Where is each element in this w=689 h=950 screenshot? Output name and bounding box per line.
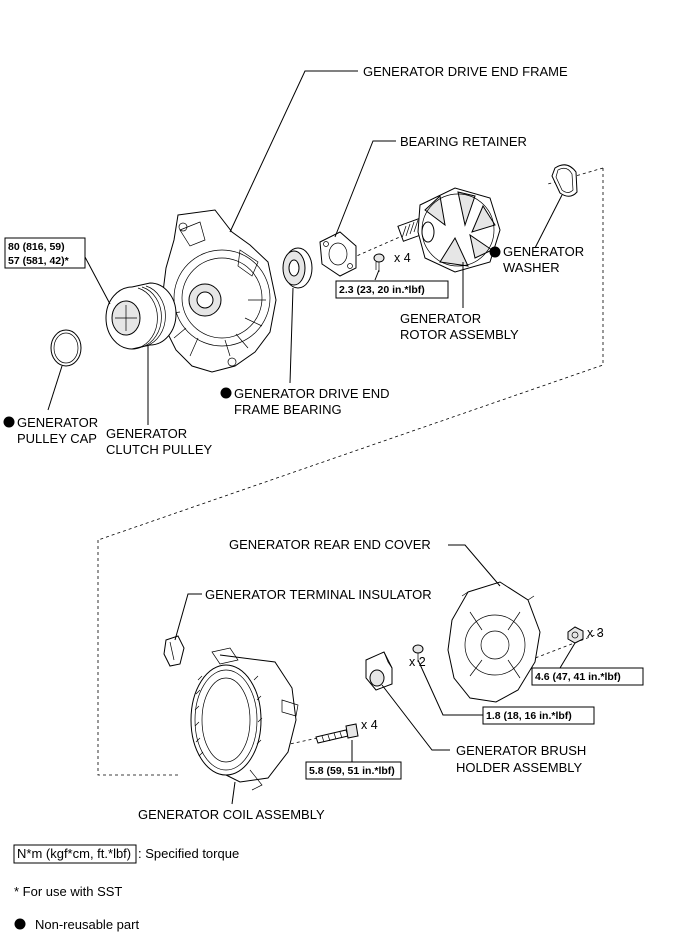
non-reusable-mark-washer — [489, 246, 501, 258]
rotor-assembly — [397, 187, 501, 273]
label-rotor-2: ROTOR ASSEMBLY — [400, 327, 519, 342]
legend-torque-desc: : Specified torque — [138, 846, 239, 861]
torque-box-pulley — [4, 237, 86, 269]
torque-box-brush — [482, 706, 595, 725]
torque-box-retainer — [335, 280, 449, 299]
retainer-screw — [373, 253, 385, 272]
legend-non-reusable: Non-reusable part — [35, 917, 139, 932]
torque-brush-screw: 1.8 (18, 16 in.*lbf) — [486, 710, 572, 722]
leader-coil-assembly — [231, 781, 236, 805]
label-coil-assembly: GENERATOR COIL ASSEMBLY — [138, 807, 325, 822]
label-washer-2: WASHER — [503, 260, 560, 275]
leader-pulley-cap — [47, 365, 63, 411]
non-reusable-mark-de-bearing — [220, 387, 232, 399]
leader-terminal-insulator — [174, 593, 202, 641]
leader-torque-pulley — [84, 256, 111, 305]
torque-box-coil — [305, 761, 402, 780]
label-de-bearing-2: FRAME BEARING — [234, 402, 342, 417]
clutch-pulley — [105, 282, 177, 350]
rear-end-cover — [447, 581, 541, 703]
qty-cover-nuts: x 3 — [587, 626, 604, 640]
non-reusable-mark-pulley-cap — [3, 416, 15, 428]
upper-dashed-outline — [97, 168, 604, 541]
qty-coil-bolts: x 4 — [361, 718, 378, 732]
label-de-bearing-1: GENERATOR DRIVE END — [234, 386, 390, 401]
leader-torque-cover — [559, 642, 576, 669]
leader-washer — [534, 194, 563, 249]
label-pulley-cap-1: GENERATOR — [17, 415, 98, 430]
legend-torque-box — [13, 844, 137, 864]
leader-bearing-retainer — [334, 140, 396, 238]
label-brush-holder-1: GENERATOR BRUSH — [456, 743, 586, 758]
qty-brush-screws: x 2 — [409, 655, 426, 669]
lower-dashed-right — [529, 631, 604, 661]
torque-pulley-2: 57 (581, 42)* — [8, 255, 70, 267]
drive-end-frame-bearing — [282, 247, 313, 289]
label-drive-end-frame: GENERATOR DRIVE END FRAME — [363, 64, 568, 79]
legend-sst-note: * For use with SST — [14, 884, 122, 899]
cover-nut — [567, 626, 584, 644]
leader-brush-holder — [381, 684, 450, 751]
terminal-insulator — [163, 635, 185, 667]
label-rotor-1: GENERATOR — [400, 311, 481, 326]
torque-cover-nut: 4.6 (47, 41 in.*lbf) — [535, 671, 621, 683]
leader-torque-brush — [417, 659, 483, 716]
torque-retainer: 2.3 (23, 20 in.*lbf) — [339, 284, 425, 296]
bearing-retainer — [319, 231, 357, 277]
legend-torque-unit: N*m (kgf*cm, ft.*lbf) — [17, 846, 131, 861]
pulley-cap — [50, 329, 82, 367]
lower-dashed-outline — [97, 540, 178, 776]
label-brush-holder-2: HOLDER ASSEMBLY — [456, 760, 583, 775]
label-terminal-insulator: GENERATOR TERMINAL INSULATOR — [205, 587, 432, 602]
label-pulley-cap-2: PULLEY CAP — [17, 431, 97, 446]
leader-rear-end-cover — [448, 544, 501, 587]
label-rear-end-cover: GENERATOR REAR END COVER — [229, 537, 431, 552]
qty-retainer-screws: x 4 — [394, 251, 411, 265]
label-clutch-pulley-2: CLUTCH PULLEY — [106, 442, 213, 457]
label-clutch-pulley-1: GENERATOR — [106, 426, 187, 441]
leader-de-bearing — [289, 287, 294, 384]
leader-drive-end-frame — [229, 70, 358, 233]
generator-washer — [551, 164, 578, 197]
brush-holder-assembly — [365, 651, 393, 691]
torque-box-cover — [531, 667, 644, 686]
drive-end-frame — [161, 209, 277, 373]
leader-torque-retainer — [374, 269, 380, 281]
label-washer-1: GENERATOR — [503, 244, 584, 259]
coil-assembly — [190, 647, 299, 791]
torque-pulley-1: 80 (816, 59) — [8, 241, 65, 253]
legend-non-reusable-dot — [14, 918, 26, 930]
coil-bolt — [315, 723, 359, 744]
torque-coil-bolt: 5.8 (59, 51 in.*lbf) — [309, 765, 395, 777]
label-bearing-retainer: BEARING RETAINER — [400, 134, 527, 149]
